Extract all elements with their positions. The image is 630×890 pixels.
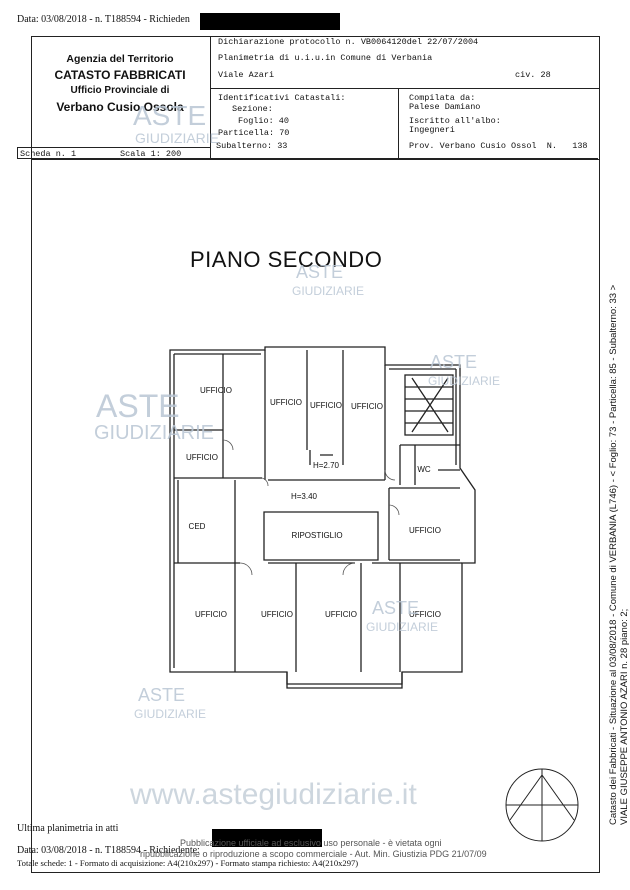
- footer-ripubblicazione: ripubblicazione o riproduzione a scopo c…: [140, 849, 487, 859]
- watermark-giudiziarie-6: GIUDIZIARIE: [134, 707, 207, 721]
- watermark-aste-3: ASTE: [96, 388, 180, 424]
- province-name: Verbano Cusio Ossola: [56, 100, 184, 114]
- room-ufficio-8: UFFICIO: [261, 610, 293, 619]
- height-label-270: H=2.70: [312, 461, 340, 470]
- watermark-aste-5: ASTE: [372, 598, 420, 618]
- footer-totale: Totale schede: 1 - Formato di acquisizio…: [17, 858, 359, 868]
- footer-pubblicazione: Pubblicazione ufficiale ad esclusivo uso…: [180, 838, 442, 848]
- foglio-field: Foglio: 40: [238, 116, 290, 126]
- north-arrow: [505, 768, 579, 842]
- scheda-label: Scheda n. 1: [20, 149, 77, 159]
- dichiarazione-line: Dichiarazione protocollo n. VB0064120del…: [218, 37, 479, 47]
- sezione-field: Sezione:: [232, 104, 273, 114]
- room-ufficio-2: UFFICIO: [186, 453, 218, 462]
- particella-field: Particella: 70: [218, 128, 290, 138]
- compilata-name: Palese Damiano: [409, 102, 481, 112]
- room-ufficio-5: UFFICIO: [351, 402, 383, 411]
- civic-number: civ. 28: [515, 70, 551, 80]
- room-ced: CED: [188, 522, 206, 531]
- watermark-giudiziarie-1: GIUDIZIARIE: [135, 130, 220, 146]
- catasto-title: CATASTO FABBRICATI: [54, 68, 186, 82]
- subalterno-field: Subalterno: 33: [216, 141, 288, 151]
- office-label: Ufficio Provinciale di: [70, 85, 170, 96]
- date-line-top: Data: 03/08/2018 - n. T188594 - Richiede…: [17, 14, 190, 25]
- watermark-giudiziarie-5: GIUDIZIARIE: [366, 620, 439, 634]
- room-ufficio-9: UFFICIO: [325, 610, 357, 619]
- room-ufficio-4: UFFICIO: [310, 401, 342, 410]
- watermark-giudiziarie-3: GIUDIZIARIE: [94, 422, 215, 444]
- address-line: Viale Azari: [218, 70, 275, 80]
- side-info-line1: Catasto dei Fabbricati - Situazione al 0…: [608, 284, 619, 825]
- watermark-site: www.astegiudiziarie.it: [130, 778, 417, 811]
- room-ripostiglio: RIPOSTIGLIO: [291, 531, 343, 540]
- scala-label: Scala 1: 200: [120, 149, 182, 159]
- redaction-bottom: [212, 829, 322, 847]
- planimetria-line: Planimetria di u.i.u.in Comune di Verban…: [218, 53, 433, 63]
- room-ufficio-1: UFFICIO: [200, 386, 232, 395]
- redaction-top: [200, 13, 340, 30]
- plan-title: PIANO SECONDO: [190, 247, 383, 272]
- watermark-aste-4: ASTE: [430, 352, 478, 372]
- iscritto-value: Ingegneri: [409, 125, 455, 135]
- province-number-line: Prov. Verbano Cusio Ossol N. 138: [409, 141, 588, 151]
- header-block: [31, 36, 600, 160]
- room-ufficio-3: UFFICIO: [270, 398, 302, 407]
- room-ufficio-7: UFFICIO: [195, 610, 227, 619]
- watermark-giudiziarie-2: GIUDIZIARIE: [292, 284, 365, 298]
- footer-date-line: Data: 03/08/2018 - n. T188594 - Richiede…: [17, 845, 200, 856]
- watermark-giudiziarie-4: GIUDIZIARIE: [428, 374, 501, 388]
- compilata-label: Compilata da:: [409, 93, 476, 103]
- room-ufficio-6: UFFICIO: [409, 526, 441, 535]
- room-ufficio-10: UFFICIO: [409, 610, 441, 619]
- identificativi-label: Identificativi Catastali:: [218, 93, 346, 103]
- room-wc: WC: [417, 465, 431, 474]
- side-info-line2: VIALE GIUSEPPE ANTONIO AZARI n. 28 piano…: [619, 608, 630, 825]
- height-label-340: H=3.40: [290, 492, 318, 501]
- watermark-aste-6: ASTE: [138, 685, 186, 705]
- watermark-aste-1: ASTE: [133, 100, 207, 131]
- watermark-aste-2: ASTE: [296, 262, 344, 282]
- iscritto-label: Iscritto all'albo:: [409, 116, 501, 126]
- agency-name: Agenzia del Territorio: [66, 53, 174, 65]
- footer-ultima: Ultima planimetria in atti: [17, 823, 119, 834]
